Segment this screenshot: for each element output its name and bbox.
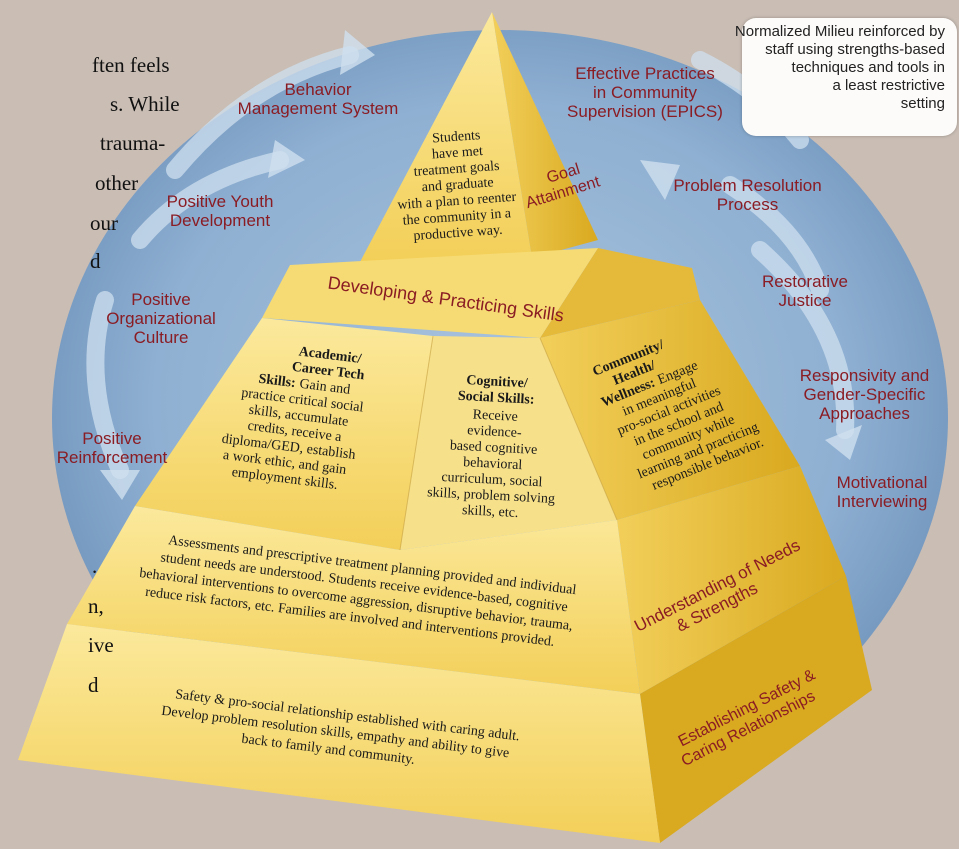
arrow-left-up-2 — [131, 151, 289, 249]
cognitive-face — [400, 336, 617, 550]
middle-side — [540, 300, 800, 520]
left-text-line-1: ften feels — [92, 53, 170, 77]
cognitive-line-3: based cognitive — [449, 438, 537, 458]
needs-side — [617, 466, 846, 694]
arrowhead-2 — [268, 140, 305, 178]
cognitive-line-2: evidence- — [467, 423, 522, 441]
academic-bold: Skills: — [258, 372, 297, 391]
arrowhead-1 — [340, 30, 375, 75]
left-text-line-5: our — [90, 211, 118, 235]
left-text-line-2: s. While — [110, 92, 180, 116]
callout-line-1: Normalized Milieu reinforced by — [734, 23, 945, 40]
cognitive-heading-1: Cognitive/ — [466, 373, 529, 391]
callout-box: Normalized Milieu reinforced by staff us… — [735, 18, 957, 136]
left-text-line-6: d — [90, 249, 101, 273]
safety-face — [18, 624, 660, 843]
callout-line-4: a least restrictive — [832, 77, 945, 94]
academic-text-0: Gain and — [299, 377, 351, 398]
safety-side — [640, 576, 872, 843]
arrowhead-3 — [100, 470, 140, 500]
skills-band-side — [540, 248, 700, 338]
academic-line-1: Skills:Gain and — [258, 372, 351, 398]
cognitive-line-5: curriculum, social — [441, 470, 543, 490]
apex-line-3: treatment goals — [413, 159, 500, 180]
needs-face — [67, 506, 640, 694]
cognitive-line-6: skills, problem solving — [427, 485, 556, 507]
apex-side — [492, 12, 598, 258]
skills-band-label: Developing & Practicing Skills — [327, 273, 566, 326]
apex-line-4: and graduate — [421, 175, 494, 195]
cognitive-line-4: behavioral — [463, 455, 523, 473]
left-text-line-3: trauma- — [100, 131, 166, 155]
arrow-right-down-2 — [751, 241, 855, 439]
left-text-line-9: ive — [88, 633, 114, 657]
arrowhead-5 — [825, 425, 862, 460]
left-text-line-7: . — [92, 554, 98, 578]
academic-face — [135, 318, 433, 550]
arrow-left-down — [86, 291, 129, 479]
left-text-line-8: n, — [88, 594, 104, 618]
apex-face — [360, 12, 532, 262]
apex-line-1: Students — [432, 128, 481, 146]
arrowhead-4 — [640, 160, 680, 200]
cognitive-heading-2: Social Skills: — [458, 389, 535, 408]
skills-band-face — [262, 248, 598, 338]
callout-line-3: techniques and tools in — [791, 59, 945, 76]
needs-side-label-1: Understanding of Needs — [631, 536, 803, 636]
callout-line-2: staff using strengths-based — [765, 41, 945, 58]
cognitive-line-7: skills, etc. — [462, 503, 519, 521]
left-text-line-4: other — [95, 171, 139, 195]
apex-line-7: productive way. — [413, 223, 503, 244]
arrow-right-down-1 — [721, 176, 829, 299]
cognitive-line-1: Receive — [472, 408, 518, 425]
arrow-left-up-1 — [166, 46, 359, 179]
left-text-line-10: d — [88, 673, 99, 697]
apex-line-2: have met — [432, 144, 484, 163]
callout-line-5: setting — [900, 95, 945, 112]
